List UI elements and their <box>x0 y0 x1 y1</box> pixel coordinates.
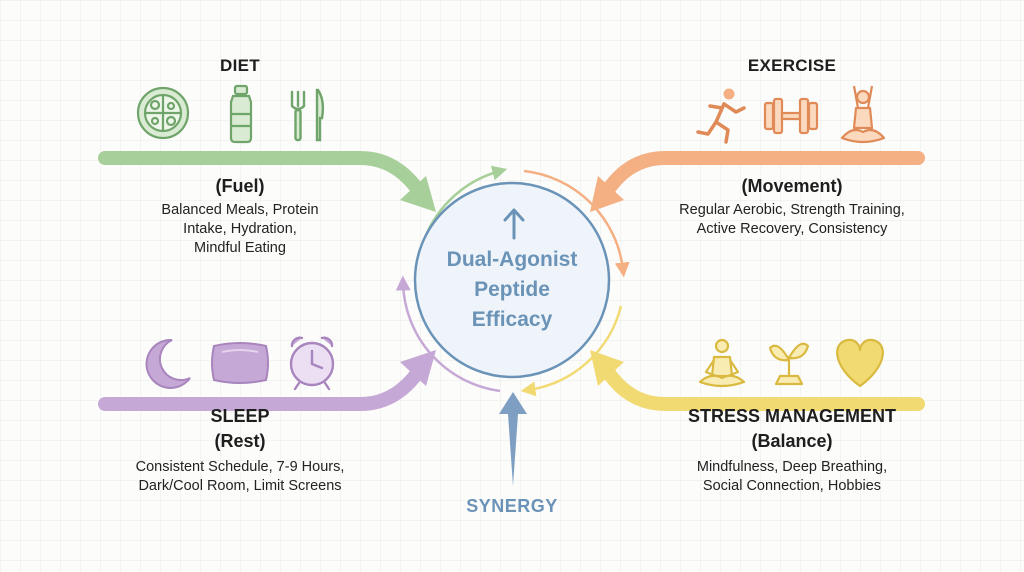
diet-title: DIET <box>220 56 260 75</box>
exercise-title: EXERCISE <box>747 56 837 75</box>
up-arrow-icon <box>503 208 525 240</box>
diet-subtitle: (Fuel) <box>215 176 265 196</box>
stress-flow-arrow <box>590 350 925 411</box>
sleep-title: SLEEP <box>210 406 270 426</box>
heart-icon <box>836 338 884 388</box>
water-bottle-icon <box>229 84 253 144</box>
fork-knife-icon <box>290 88 325 142</box>
exercise-desc-line: Regular Aerobic, Strength Training, <box>679 202 905 218</box>
center-label: Dual-Agonist Peptide Efficacy <box>430 245 594 335</box>
center-label-line: Peptide <box>474 278 550 301</box>
stress-title: STRESS MANAGEMENT <box>687 406 896 426</box>
moon-icon <box>145 338 191 389</box>
synergy-arrow <box>499 392 527 486</box>
diet-flow-arrow <box>98 151 436 212</box>
stress-subtitle: (Balance) <box>751 431 833 451</box>
yoga-icon <box>840 85 886 144</box>
exercise-flow-arrow <box>590 151 925 212</box>
sleep-subtitle: (Rest) <box>214 431 266 451</box>
stress-desc-line: Mindfulness, Deep Breathing, <box>696 459 888 475</box>
diet-desc-line: Balanced Meals, Protein <box>161 202 319 218</box>
dumbbell-icon <box>763 97 819 135</box>
diet-desc-line: Intake, Hydration, <box>183 221 297 237</box>
sleep-flow-arrow <box>98 350 436 411</box>
sprout-icon <box>768 342 810 386</box>
diet-desc-line: Mindful Eating <box>194 240 286 256</box>
alarm-clock-icon <box>289 336 335 391</box>
runner-icon <box>696 88 746 144</box>
pillow-icon <box>211 342 269 384</box>
center-circle <box>413 181 611 379</box>
exercise-subtitle: (Movement) <box>741 176 843 196</box>
sleep-desc-line: Dark/Cool Room, Limit Screens <box>138 478 342 494</box>
sleep-desc-line: Consistent Schedule, 7-9 Hours, <box>135 459 345 475</box>
exercise-description: Regular Aerobic, Strength Training, Acti… <box>640 201 944 239</box>
diet-description: Balanced Meals, Protein Intake, Hydratio… <box>110 201 370 258</box>
center-label-line: Efficacy <box>471 308 553 331</box>
synergy-label: SYNERGY <box>466 496 558 516</box>
center-label-line: Dual-Agonist <box>446 248 578 271</box>
stress-desc-line: Social Connection, Hobbies <box>702 478 882 494</box>
exercise-desc-line: Active Recovery, Consistency <box>696 221 888 237</box>
meditation-icon <box>698 338 746 388</box>
stress-description: Mindfulness, Deep Breathing, Social Conn… <box>650 458 934 496</box>
sleep-description: Consistent Schedule, 7-9 Hours, Dark/Coo… <box>100 458 380 496</box>
plate-icon <box>136 86 190 140</box>
